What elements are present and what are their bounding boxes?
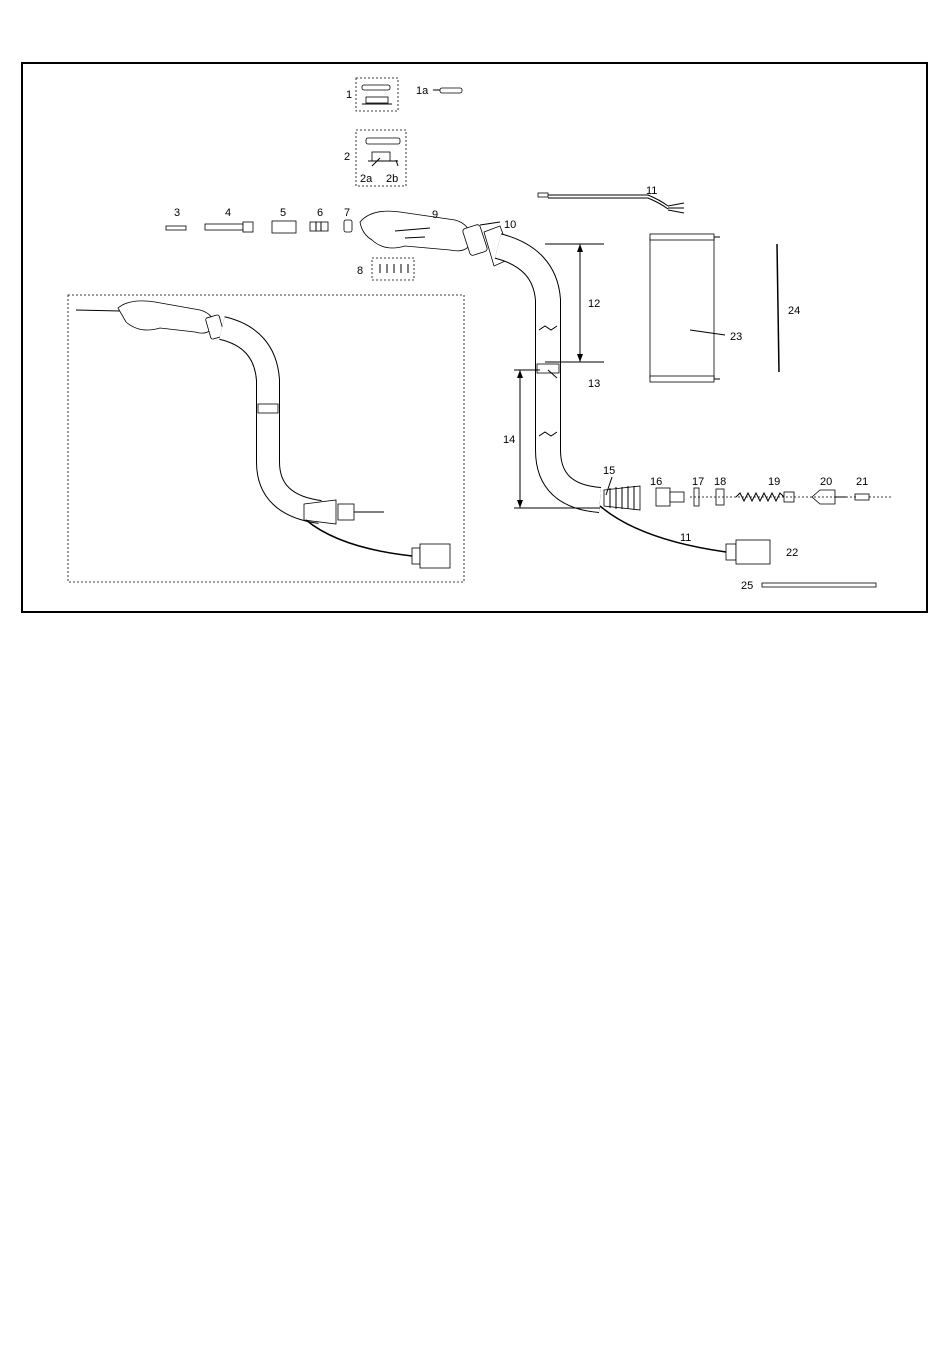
callout-c17: 17 [692,476,704,488]
callout-c12: 12 [588,298,600,310]
part-7-ring [344,220,352,232]
callout-c22: 22 [786,547,798,559]
callout-c18: 18 [714,476,726,488]
callout-c2b: 2b [386,173,398,185]
part-2 [366,138,400,166]
diagram-frame [22,63,927,612]
part-4-tip-holder [205,222,253,232]
callout-c23: 23 [730,331,742,343]
callout-c10: 10 [504,219,516,231]
callout-c1a: 1a [416,85,429,97]
callout-c6: 6 [317,207,323,219]
part-25-rod [762,583,876,587]
callout-c15: 15 [603,465,615,477]
part-24-liner [777,244,779,372]
part-19-spring [736,492,794,502]
callout-c11b: 11 [680,532,691,544]
part-11-cable [538,193,684,213]
part-5-nozzle [272,221,296,233]
part-8-screws [380,264,408,273]
callout-c2a: 2a [360,173,373,185]
part-20-connector [812,490,846,504]
control-cable [600,506,726,552]
callout-c21: 21 [856,476,868,488]
part-1a [433,88,462,93]
part-1 [362,85,392,104]
part-21-pin [855,494,892,500]
callout-c3: 3 [174,207,180,219]
part-6-adapter [310,222,328,231]
callout-c7: 7 [344,207,350,219]
callout-c25: 25 [741,580,753,592]
callout-c1: 1 [346,89,352,101]
callout-c16: 16 [650,476,662,488]
callout-c4: 4 [225,207,231,219]
callout-c11a: 11 [646,185,657,197]
part-22-plug [726,540,770,564]
part-23-sheath [650,234,725,382]
torch-handle [360,211,472,251]
callout-c5: 5 [280,207,286,219]
callout-c19: 19 [768,476,780,488]
main-cable [498,246,600,500]
part-3-contact-tip [166,226,186,230]
callout-c2: 2 [344,151,350,163]
callout-c13: 13 [588,378,600,390]
callout-c8: 8 [357,265,363,277]
assembled-torch [76,301,450,568]
kit-1-box [356,78,398,111]
callout-c24: 24 [788,305,800,317]
callout-c20: 20 [820,476,832,488]
callout-c14: 14 [503,434,515,446]
callout-c9: 9 [432,209,438,221]
callout-labels: 1 1a 2 2a 2b 3 4 5 6 7 8 9 10 11 11 12 13 14 15 16 17 18 19 20 2… [174,85,868,592]
part-16-spring-sleeve [604,486,684,510]
